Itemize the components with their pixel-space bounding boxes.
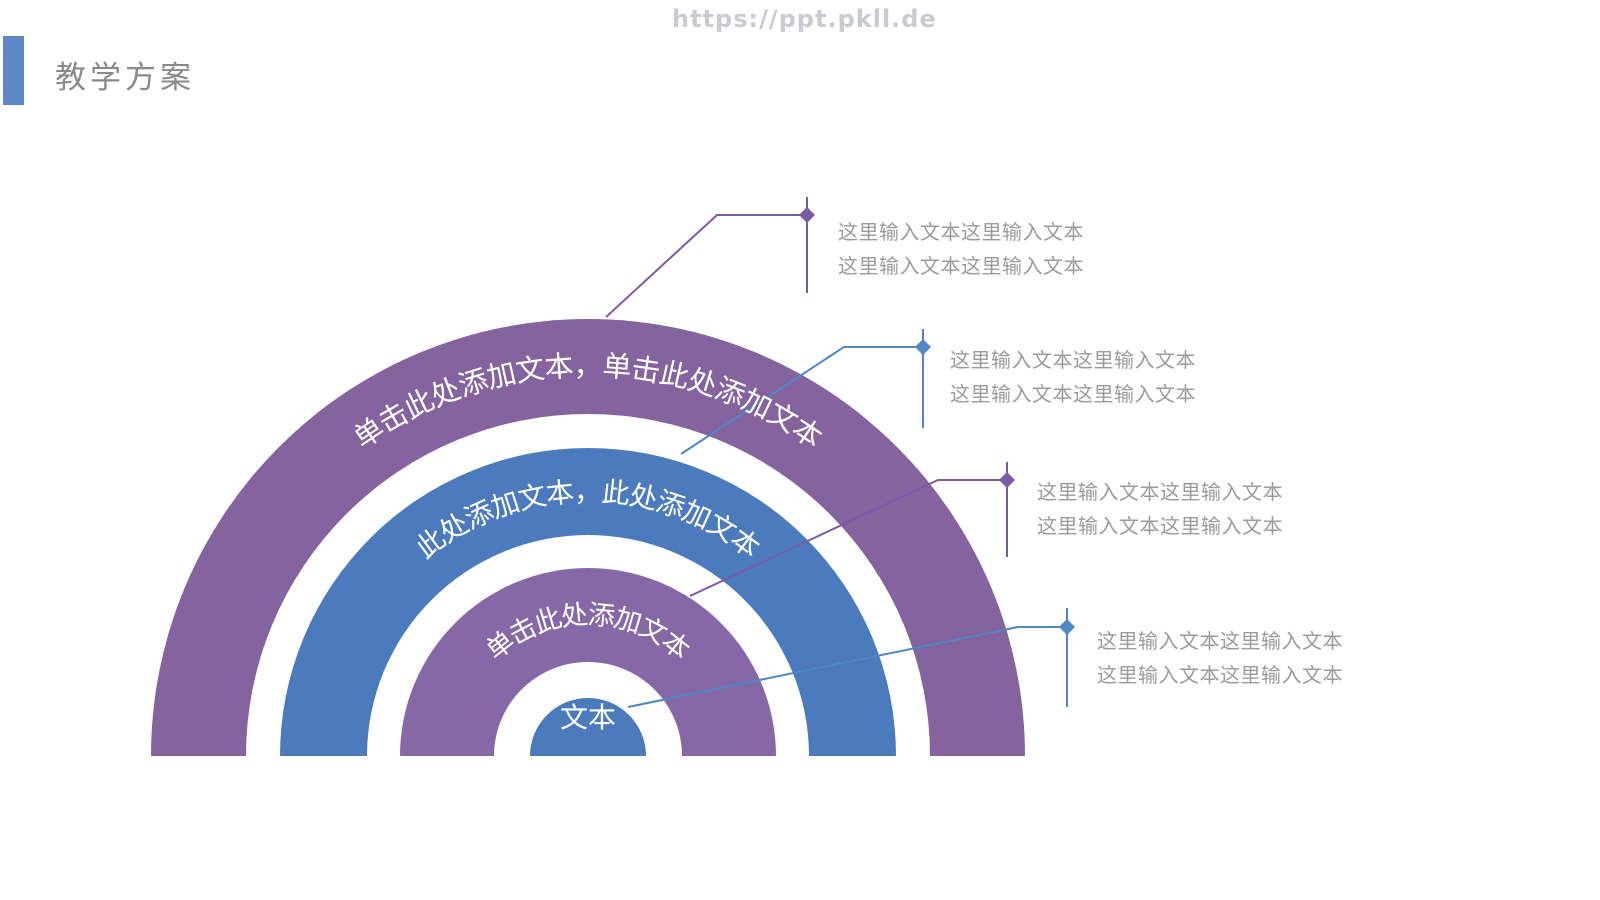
callout-line-2 [680, 329, 931, 455]
callout-elbow-line [605, 214, 807, 318]
diamond-marker-icon [915, 339, 931, 355]
callout-line-1 [605, 197, 815, 318]
callout-text-4: 这里输入文本这里输入文本 这里输入文本这里输入文本 [1097, 625, 1343, 693]
callout-elbow-line [689, 479, 1007, 597]
callout-line-4 [627, 608, 1075, 708]
callout-text-line: 这里输入文本这里输入文本 [1037, 482, 1283, 504]
callout-text-line: 这里输入文本这里输入文本 [1097, 665, 1343, 687]
diamond-marker-icon [799, 207, 815, 223]
callout-elbow-line [627, 626, 1067, 708]
title-accent-bar [3, 36, 24, 105]
callout-text-line: 这里输入文本这里输入文本 [838, 222, 1084, 244]
watermark: https://ppt.pkll.de [672, 5, 937, 33]
diamond-marker-icon [1059, 619, 1075, 635]
page-title: 教学方案 [55, 60, 195, 95]
diamond-marker-icon [999, 472, 1015, 488]
ring-core [530, 698, 646, 756]
callout-text-3: 这里输入文本这里输入文本 这里输入文本这里输入文本 [1037, 476, 1283, 544]
callout-text-1: 这里输入文本这里输入文本 这里输入文本这里输入文本 [838, 216, 1084, 284]
callout-line-3 [689, 462, 1015, 597]
callout-text-2: 这里输入文本这里输入文本 这里输入文本这里输入文本 [950, 344, 1196, 412]
callout-text-line: 这里输入文本这里输入文本 [950, 384, 1196, 406]
callout-text-line: 这里输入文本这里输入文本 [1097, 631, 1343, 653]
callout-text-line: 这里输入文本这里输入文本 [1037, 516, 1283, 538]
ring-core-label: 文本 [560, 702, 616, 733]
rings-group [151, 319, 1025, 756]
callout-text-line: 这里输入文本这里输入文本 [950, 350, 1196, 372]
callout-elbow-line [680, 346, 923, 455]
callout-text-line: 这里输入文本这里输入文本 [838, 256, 1084, 278]
